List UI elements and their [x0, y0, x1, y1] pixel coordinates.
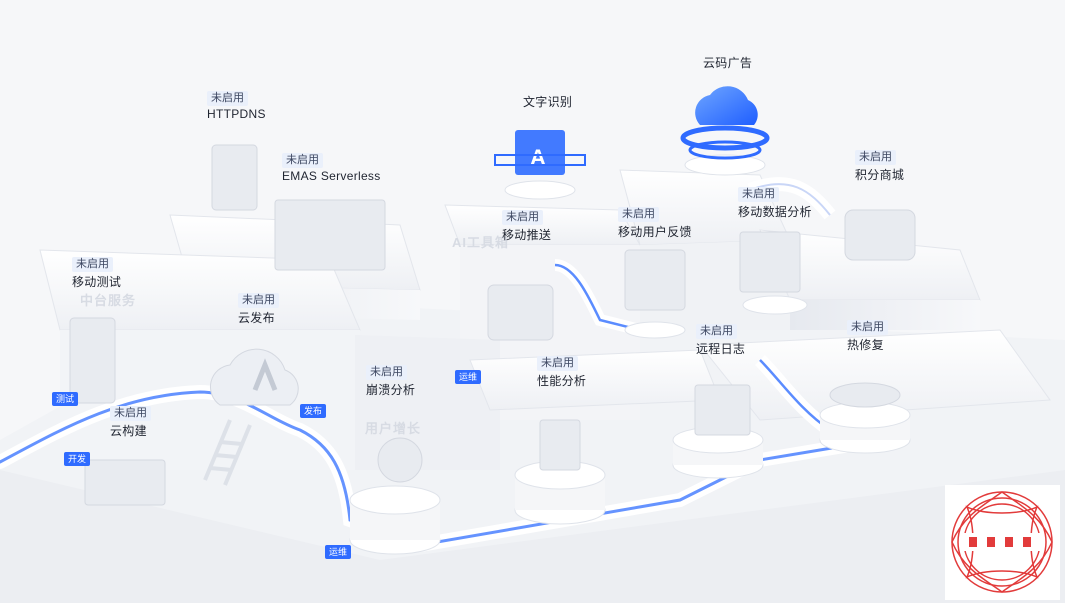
service-name: EMAS Serverless	[282, 169, 381, 183]
service-mobile-analytics[interactable]: 未启用 移动数据分析	[738, 184, 812, 220]
status-badge: 未启用	[738, 187, 779, 202]
service-remote-log[interactable]: 未启用 远程日志	[696, 321, 745, 357]
service-name: HTTPDNS	[207, 107, 266, 121]
service-name: 积分商城	[855, 168, 905, 182]
zone-middle-label: 中台服务	[80, 293, 137, 308]
service-name: 文字识别	[523, 95, 573, 109]
status-badge: 未启用	[110, 406, 151, 421]
flow-tag-dev: 开发	[64, 452, 91, 466]
crash-globe-icon	[377, 437, 423, 483]
service-crash-analysis[interactable]: 未启用 崩溃分析	[366, 362, 415, 398]
cloud-ad-icon	[680, 86, 770, 160]
status-badge: 未启用	[207, 91, 248, 106]
service-performance[interactable]: 未启用 性能分析	[537, 353, 586, 389]
cloud-release-icon	[210, 348, 299, 406]
service-name: 移动数据分析	[738, 205, 812, 219]
service-hotfix[interactable]: 未启用 热修复	[847, 317, 888, 353]
service-cloud-build[interactable]: 未启用 云构建	[110, 403, 151, 439]
service-name: 云发布	[238, 311, 275, 325]
zone-user-label: 用户增长	[365, 421, 422, 436]
service-name: 移动测试	[72, 275, 122, 289]
service-name: 远程日志	[696, 342, 746, 356]
feedback-board-icon	[624, 249, 686, 311]
service-cloud-release[interactable]: 未启用 云发布	[238, 290, 279, 326]
points-mall-machine-icon	[844, 209, 916, 261]
log-printer-icon	[694, 384, 751, 436]
ocr-icon: A	[494, 130, 586, 175]
svg-text:A: A	[530, 145, 546, 170]
service-name: 云构建	[110, 424, 147, 438]
service-name: 崩溃分析	[366, 383, 416, 397]
status-badge: 未启用	[502, 210, 543, 225]
build-machine-icon	[84, 459, 166, 506]
seal-stamp	[945, 485, 1060, 600]
emas-rack-icon	[274, 199, 386, 271]
status-badge: 未启用	[537, 356, 578, 371]
status-badge: 未启用	[366, 365, 407, 380]
perf-chart-icon	[539, 419, 581, 471]
service-cloud-ad[interactable]: 云码广告	[703, 53, 752, 71]
status-badge: 未启用	[238, 293, 279, 308]
flow-tag-test: 测试	[52, 392, 79, 406]
push-device-icon	[487, 284, 554, 341]
service-ocr[interactable]: 文字识别	[523, 92, 572, 110]
status-badge: 未启用	[847, 320, 888, 335]
flow-tag-release: 发布	[300, 404, 327, 418]
service-name: 热修复	[847, 338, 884, 352]
status-badge: 未启用	[282, 153, 323, 168]
service-mobile-test[interactable]: 未启用 移动测试	[72, 254, 121, 290]
httpdns-server-icon	[211, 144, 258, 211]
flow-tag-ops-left: 运维	[455, 370, 482, 384]
service-name: 云码广告	[703, 56, 753, 70]
service-feedback[interactable]: 未启用 移动用户反馈	[618, 204, 692, 240]
ladder	[203, 419, 252, 486]
service-name: 移动推送	[502, 228, 552, 242]
service-httpdns[interactable]: 未启用 HTTPDNS	[207, 88, 266, 121]
status-badge: 未启用	[696, 324, 737, 339]
flow-tag-ops-bottom: 运维	[325, 545, 352, 559]
test-robot-icon	[69, 317, 116, 404]
zone-ai-label: AI工具箱	[452, 235, 510, 250]
status-badge: 未启用	[618, 207, 659, 222]
status-badge: 未启用	[855, 150, 896, 165]
service-mobile-push[interactable]: 未启用 移动推送	[502, 207, 551, 243]
analytics-board-icon	[739, 231, 801, 293]
service-name: 性能分析	[537, 374, 587, 388]
hotfix-device-icon	[829, 382, 901, 408]
service-emas-serverless[interactable]: 未启用 EMAS Serverless	[282, 150, 381, 183]
service-points-mall[interactable]: 未启用 积分商城	[855, 147, 904, 183]
service-name: 移动用户反馈	[618, 225, 692, 239]
status-badge: 未启用	[72, 257, 113, 272]
